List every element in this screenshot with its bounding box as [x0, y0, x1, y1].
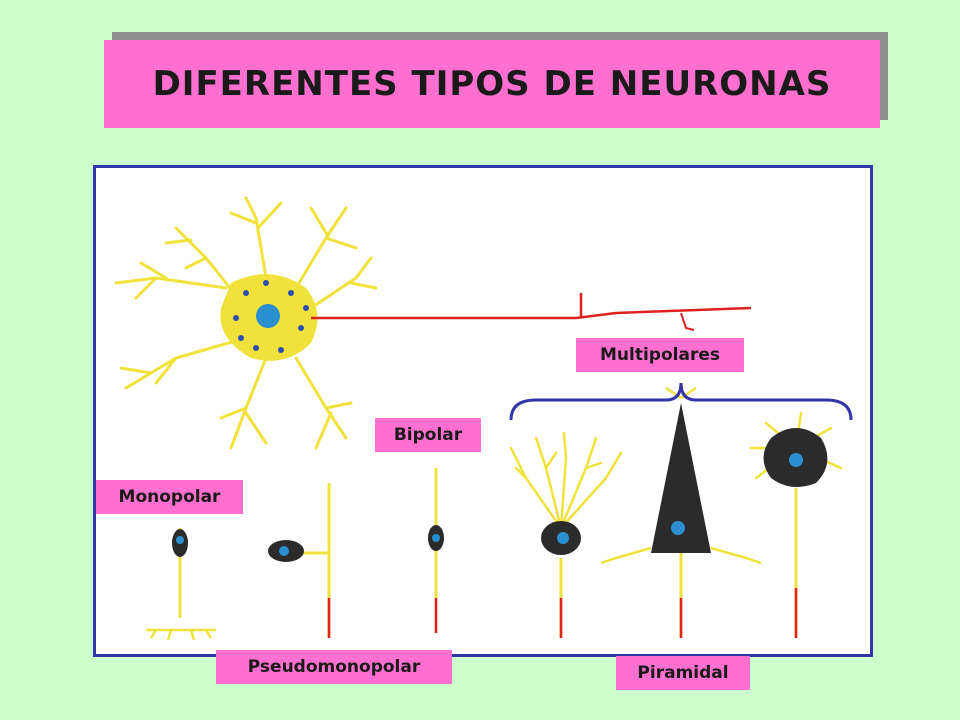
- label-bipolar: Bipolar: [375, 418, 481, 452]
- label-pseudomonopolar: Pseudomonopolar: [216, 650, 452, 684]
- bipolar-neuron: [428, 468, 444, 633]
- multipolar-brace: [509, 382, 853, 421]
- monopolar-neuron: [146, 528, 216, 641]
- pseudomonopolar-neuron: [268, 483, 331, 638]
- label-multipolares: Multipolares: [576, 338, 744, 372]
- label-monopolar: Monopolar: [96, 480, 243, 514]
- large-multipolar-neuron: [114, 196, 752, 450]
- purkinje-neuron: [509, 431, 623, 638]
- neuron-illustrations: [114, 196, 853, 641]
- neuron-diagram-panel: [93, 165, 873, 657]
- pyramidal-neuron: [600, 386, 762, 638]
- label-piramidal: Piramidal: [616, 656, 750, 690]
- title-box: DIFERENTES TIPOS DE NEURONAS: [104, 40, 880, 128]
- page-title: DIFERENTES TIPOS DE NEURONAS: [152, 64, 832, 104]
- stellate-neuron: [749, 411, 843, 638]
